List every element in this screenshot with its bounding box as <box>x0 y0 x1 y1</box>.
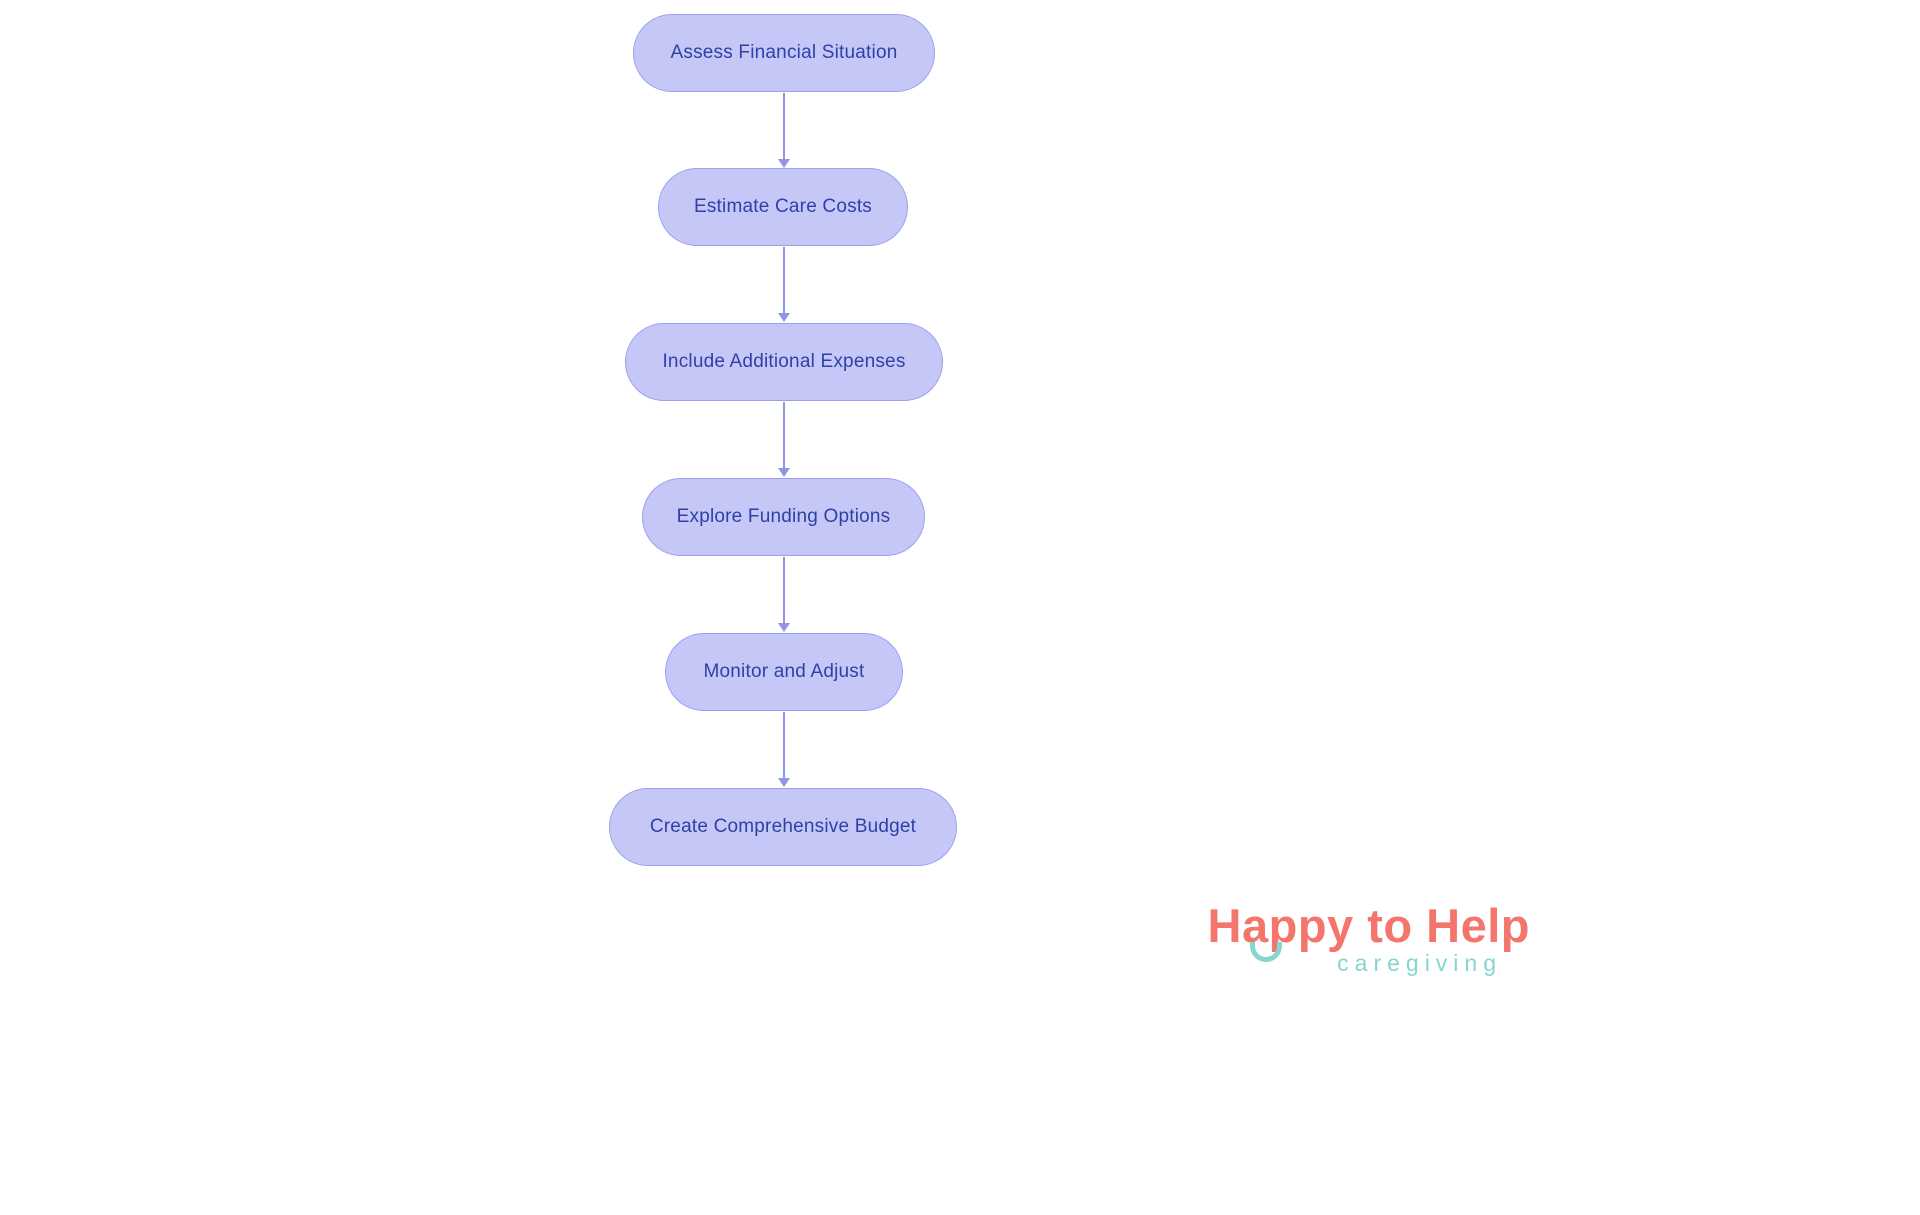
flow-node-label: Explore Funding Options <box>676 506 891 527</box>
flow-node-monitor-and-adjust: Monitor and Adjust <box>665 633 903 711</box>
flow-arrow <box>777 93 791 168</box>
flow-arrow <box>777 402 791 477</box>
logo-title: Happy to Help <box>1207 899 1530 952</box>
arrow-line <box>783 557 785 623</box>
brand-logo: Happy to Help caregiving <box>1158 898 1530 988</box>
flow-node-assess-financial-situation: Assess Financial Situation <box>633 14 935 92</box>
flow-node-estimate-care-costs: Estimate Care Costs <box>658 168 908 246</box>
flow-node-label: Create Comprehensive Budget <box>649 816 917 837</box>
flow-arrow <box>777 247 791 322</box>
arrow-head-icon <box>778 468 790 477</box>
arrow-head-icon <box>778 778 790 787</box>
flow-node-label: Include Additional Expenses <box>662 351 906 372</box>
flow-arrow <box>777 557 791 632</box>
arrow-line <box>783 402 785 468</box>
flow-node-label: Estimate Care Costs <box>693 196 873 217</box>
arrow-head-icon <box>778 313 790 322</box>
arrow-line <box>783 93 785 159</box>
smile-icon <box>1250 942 1282 962</box>
flow-node-explore-funding-options: Explore Funding Options <box>642 478 925 556</box>
arrow-line <box>783 712 785 778</box>
flow-node-create-comprehensive-budget: Create Comprehensive Budget <box>609 788 957 866</box>
flow-node-include-additional-expenses: Include Additional Expenses <box>625 323 943 401</box>
arrow-line <box>783 247 785 313</box>
logo-subtitle: caregiving <box>1337 950 1502 976</box>
arrow-head-icon <box>778 623 790 632</box>
flow-node-label: Assess Financial Situation <box>670 42 898 63</box>
flow-node-label: Monitor and Adjust <box>703 661 865 682</box>
flow-arrow <box>777 712 791 787</box>
arrow-head-icon <box>778 159 790 168</box>
